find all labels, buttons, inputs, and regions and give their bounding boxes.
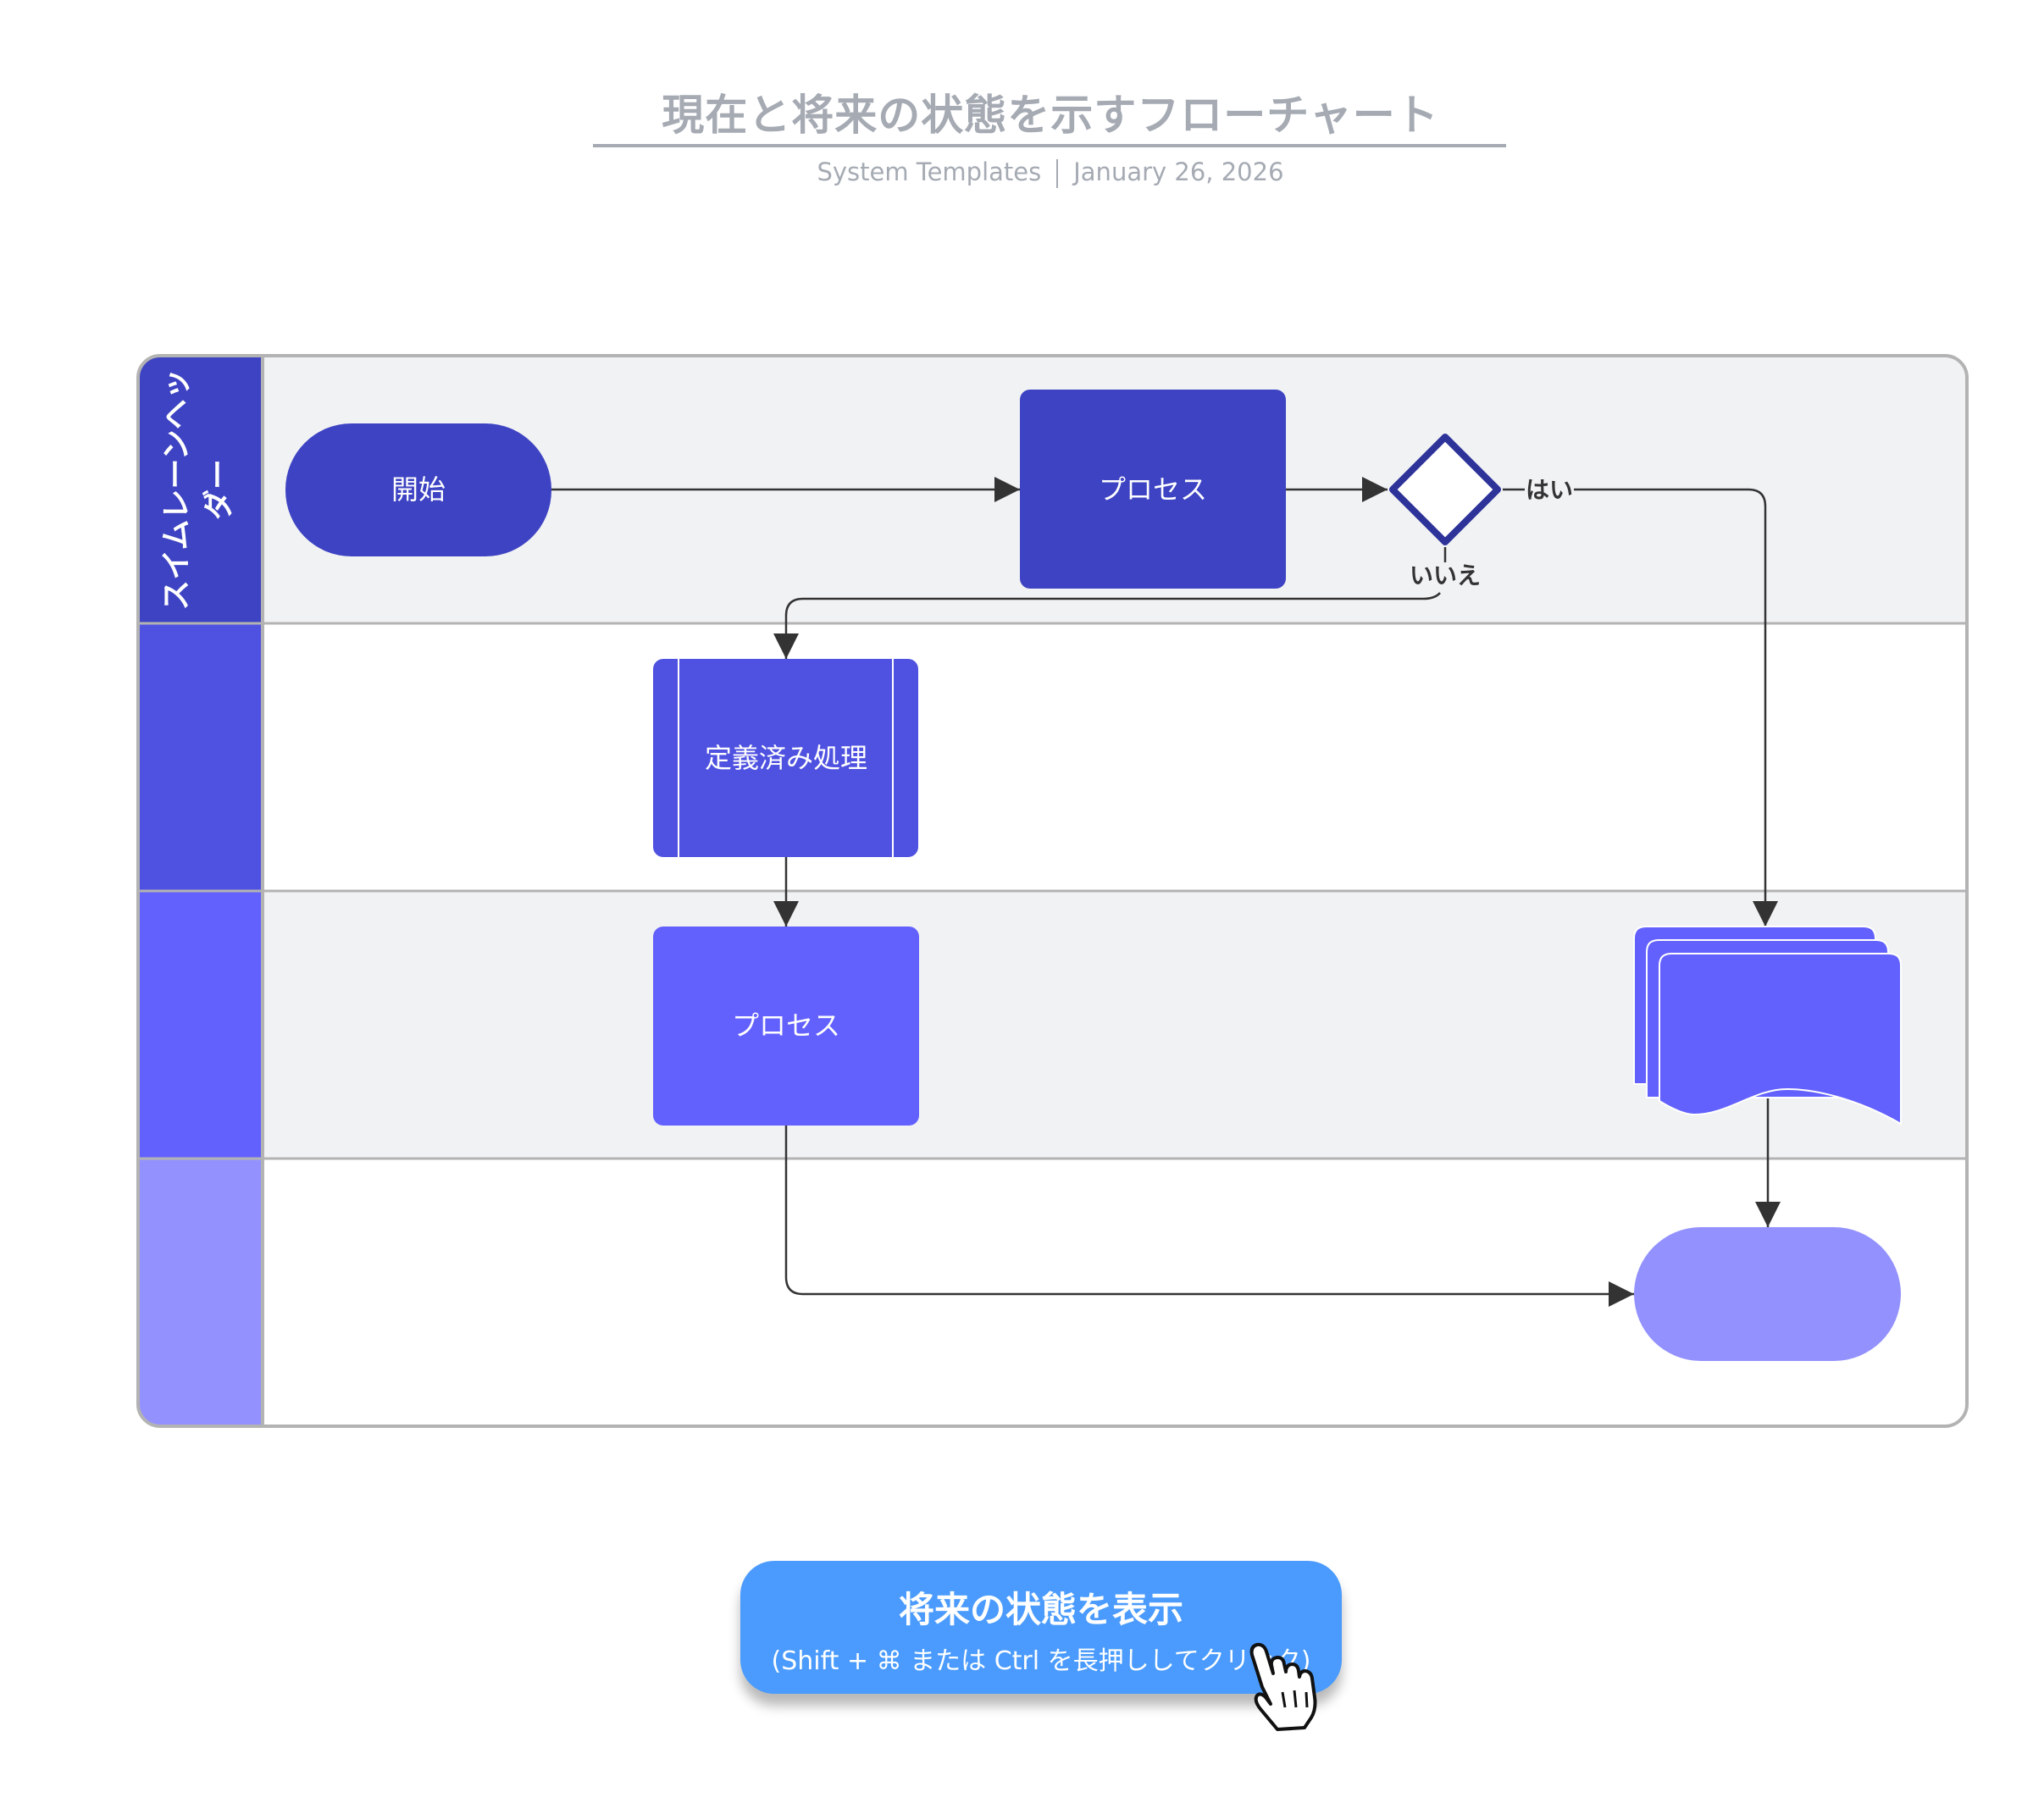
pointer-hand-icon (1249, 1642, 1317, 1731)
connector-decision-no[interactable] (786, 547, 1447, 659)
process-2-label: プロセス (732, 1010, 840, 1042)
date-label: January 26, 2026 (1073, 158, 1284, 186)
diagram-title: 現在と将来の状態を示すフローチャート (662, 91, 1439, 140)
diagram-subtitle: System Templates January 26, 2026 (593, 158, 1508, 188)
predefined-process-shape (653, 659, 918, 857)
lane-2-header[interactable] (138, 623, 263, 891)
end-node[interactable] (1634, 1227, 1901, 1361)
start-node-label: 開始 (391, 473, 446, 506)
process-2-shape (653, 927, 919, 1126)
end-terminator-shape (1634, 1227, 1901, 1361)
lane-2-body (138, 623, 1967, 891)
title-underline (593, 144, 1506, 147)
start-terminator-shape (285, 423, 551, 556)
start-node[interactable]: 開始 (285, 423, 551, 556)
connector-process-to-end[interactable] (784, 1126, 1634, 1307)
decision-no-label: いいえ (1410, 561, 1481, 589)
show-future-state-label: 将来の状態を表示 (898, 1589, 1183, 1630)
author-label: System Templates (817, 158, 1042, 186)
connector-decision-yes[interactable] (1503, 488, 1765, 927)
process-node-1[interactable]: プロセス (1020, 390, 1286, 589)
lane-1-header-label: スイムレーンヘッダー (159, 368, 236, 610)
show-future-state-hint: (Shift + ⌘ または Ctrl を長押ししてクリック) (771, 1646, 1311, 1676)
swimlane-border (136, 354, 1969, 1428)
show-future-state-button[interactable]: 将来の状態を表示 (Shift + ⌘ または Ctrl を長押ししてクリック) (740, 1561, 1342, 1694)
predefined-process-node[interactable]: 定義済み処理 (653, 659, 918, 857)
document-front-shape (1659, 953, 1902, 1126)
multi-document-node[interactable] (1633, 926, 1902, 1126)
lane-1-header[interactable] (138, 356, 263, 623)
subtitle-divider (1056, 159, 1059, 188)
decision-diamond-shape (1389, 434, 1501, 545)
process-1-shape (1020, 390, 1286, 589)
decision-node[interactable] (1389, 434, 1501, 545)
lane-3-header[interactable] (138, 891, 263, 1159)
lane-4-header[interactable] (138, 1159, 263, 1426)
process-1-label: プロセス (1099, 473, 1207, 506)
process-node-2[interactable]: プロセス (653, 927, 919, 1126)
decision-yes-label: はい (1526, 476, 1573, 504)
predefined-process-label: 定義済み処理 (705, 742, 867, 774)
